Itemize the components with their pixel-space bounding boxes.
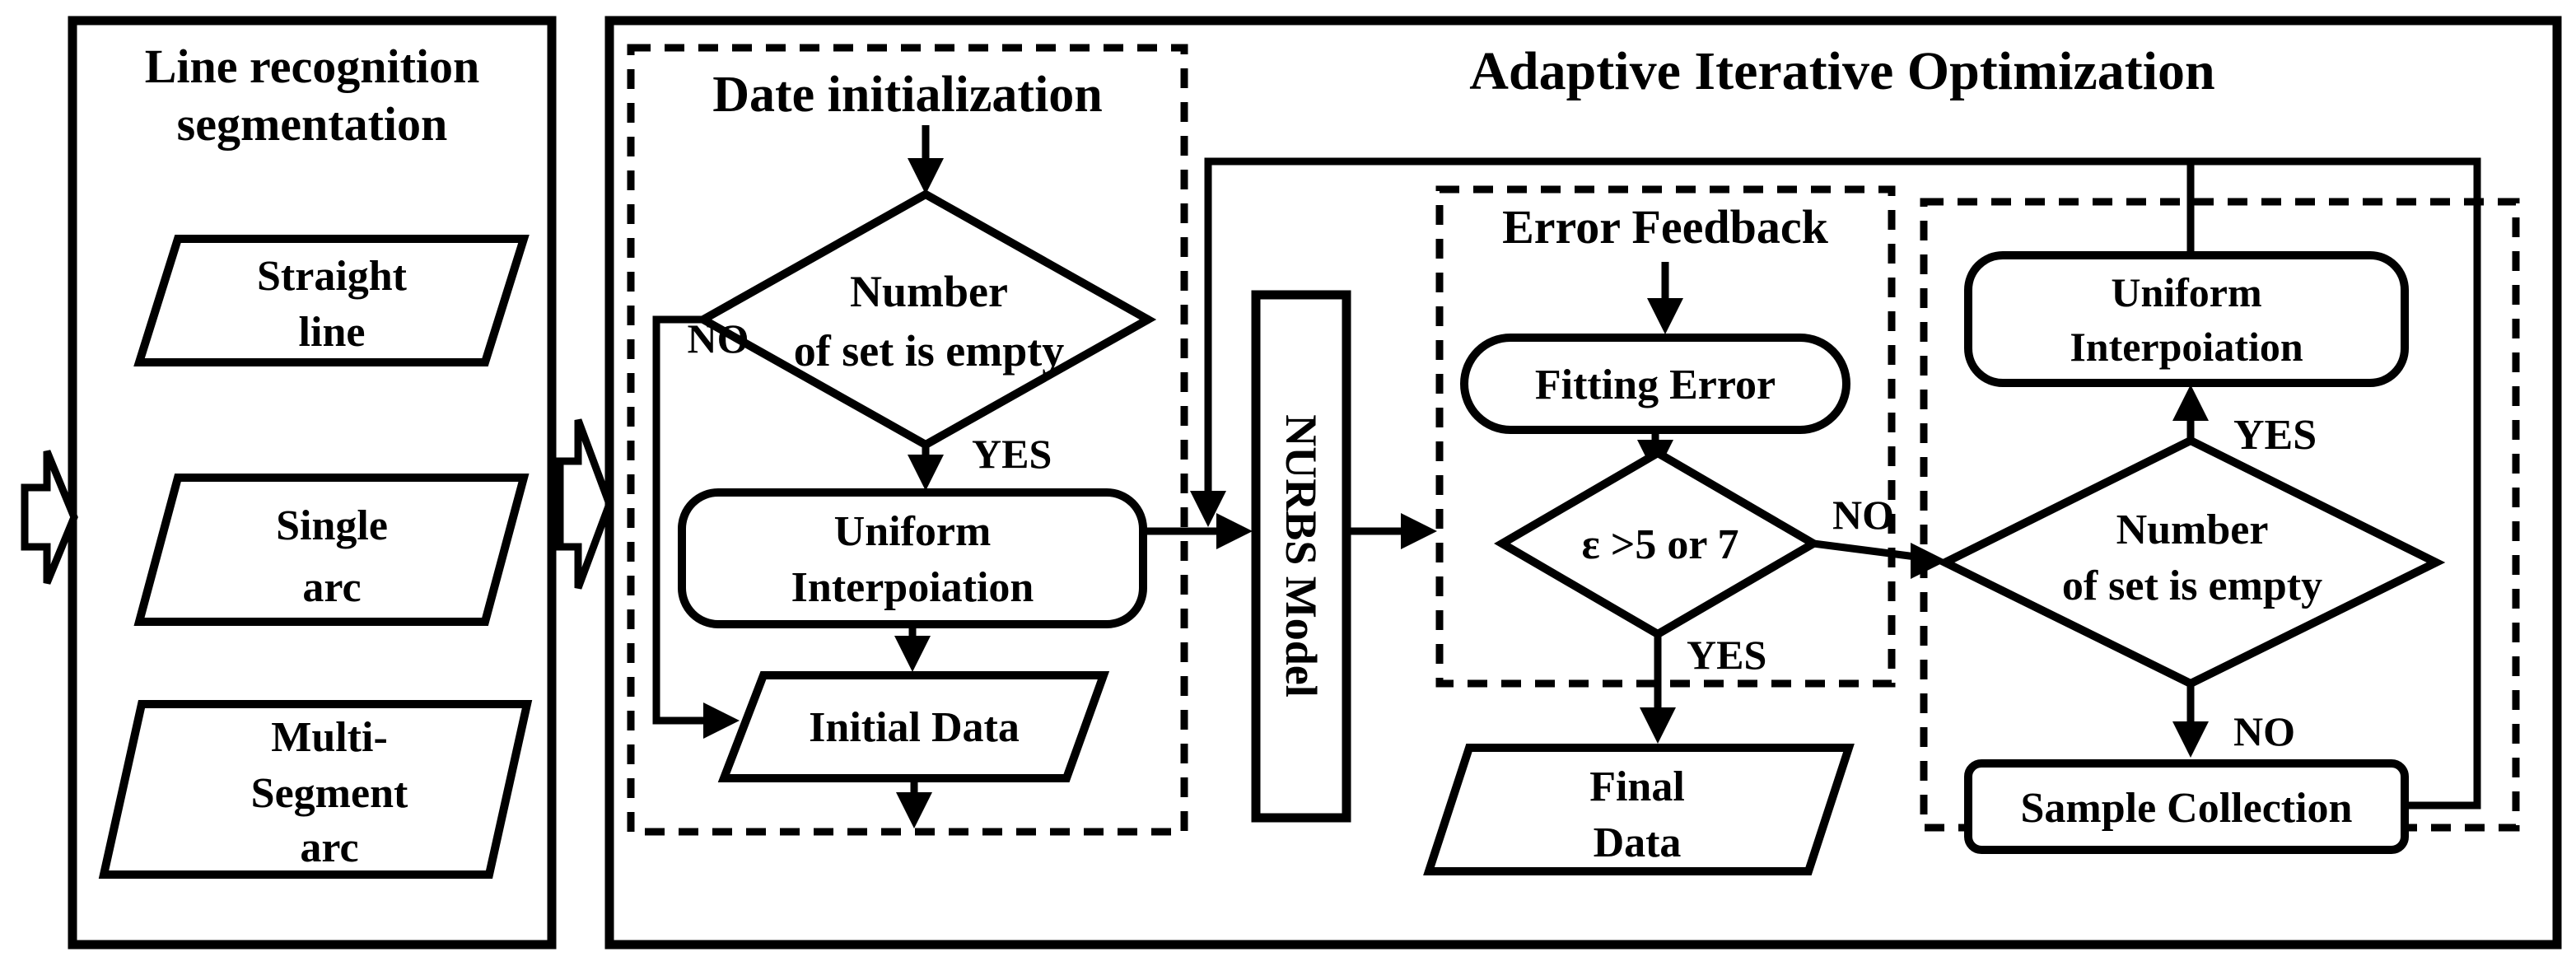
- process-label-line2: Interpoiation: [2070, 324, 2303, 370]
- io-initial-data-label: Initial Data: [809, 704, 1020, 751]
- arrow-down-icon: [1640, 707, 1676, 744]
- arrow-right-icon: [703, 702, 740, 739]
- io-final-data: [1423, 744, 1855, 875]
- decision-label-line2: of set is empty: [2062, 562, 2322, 609]
- io-multi-segment-arc-label2: Segment: [251, 770, 408, 817]
- arrow-down-icon: [1647, 298, 1683, 334]
- io-straight-line-label1: Straight: [257, 253, 408, 300]
- left-panel-title-line1: Line recognition: [145, 40, 480, 93]
- left-panel: Line recognition segmentation Straight l…: [68, 16, 557, 950]
- process-label-line1: Uniform: [2111, 269, 2261, 315]
- process-fitting-error-label: Fitting Error: [1535, 362, 1776, 408]
- arrow-right-icon: [1911, 543, 1947, 579]
- optimization-panel-title: Adaptive Iterative Optimization: [1469, 41, 2215, 101]
- process-nurbs-model: [1251, 290, 1351, 823]
- io-single-arc: [133, 474, 530, 626]
- no-branch-wire: [652, 315, 703, 725]
- data-initialization-group: Date initialization Number of set is emp…: [627, 44, 1188, 836]
- arrow-up-icon: [2172, 385, 2209, 421]
- no-branch-label: NO: [1832, 492, 1894, 538]
- io-single-arc-label2: arc: [302, 564, 361, 611]
- arrow-right-icon: [1401, 513, 1437, 549]
- arrow-down-icon: [908, 455, 944, 491]
- process-sample-collection: [1964, 759, 2409, 854]
- process-label-line1: Uniform: [834, 508, 992, 555]
- io-multi-segment-arc: [98, 700, 533, 879]
- yes-branch-label: YES: [972, 431, 1052, 477]
- arrow-down-icon: [894, 636, 931, 672]
- arrow-down-icon: [908, 158, 944, 194]
- process-uniform-interpolation-right: [1964, 251, 2409, 387]
- block-arrow-right-icon: [21, 450, 78, 585]
- decision-label-line1: Number: [850, 267, 1008, 316]
- yes-branch-label: YES: [1687, 632, 1766, 678]
- no-branch-wire: [1813, 539, 1916, 561]
- io-multi-segment-arc-label3: arc: [300, 824, 358, 871]
- error-feedback-group: Error Feedback Fitting Error ε >5 or 7 N…: [1435, 185, 1896, 688]
- io-multi-segment-arc-label1: Multi-: [271, 714, 388, 761]
- io-initial-data: [717, 671, 1110, 782]
- arrow-right-icon: [1216, 513, 1253, 549]
- process-sample-collection-label: Sample Collection: [2021, 785, 2353, 832]
- io-single-arc-label1: Single: [276, 502, 388, 549]
- left-panel-title-line2: segmentation: [177, 97, 448, 151]
- resampling-group: Uniform Interpoiation YES Number of set …: [1920, 198, 2520, 854]
- data-initialization-title: Date initialization: [712, 67, 1103, 123]
- decision-label-line2: of set is empty: [794, 326, 1064, 376]
- io-straight-line: [133, 235, 530, 366]
- block-arrow-right-icon: [556, 418, 614, 590]
- arrow-down-icon: [2172, 721, 2209, 758]
- error-feedback-title: Error Feedback: [1502, 200, 1828, 254]
- io-straight-line-label2: line: [299, 309, 366, 356]
- arrow-down-icon: [1190, 491, 1226, 527]
- data-initialization-border: [627, 44, 1188, 836]
- decision-epsilon-label: ε >5 or 7: [1582, 521, 1739, 568]
- yes-branch-label: YES: [2233, 412, 2317, 459]
- no-branch-label: NO: [2233, 708, 2295, 754]
- io-final-data-label1: Final: [1589, 763, 1685, 810]
- process-nurbs-model-label: NURBS Model: [1276, 414, 1326, 698]
- arrow-down-icon: [896, 792, 932, 828]
- decision-label-line1: Number: [2116, 506, 2269, 553]
- feedback-loop-wire: [1204, 157, 2481, 810]
- io-final-data-label2: Data: [1594, 819, 1682, 866]
- process-label-line2: Interpoiation: [791, 564, 1034, 611]
